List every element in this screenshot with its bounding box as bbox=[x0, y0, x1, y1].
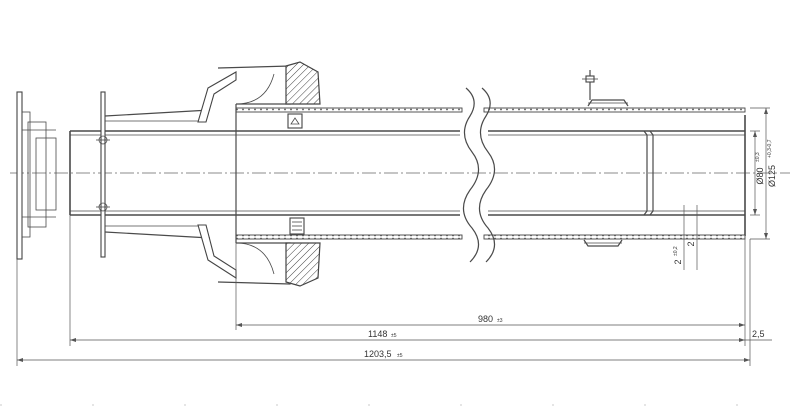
conical-transition bbox=[197, 65, 291, 285]
break-mark bbox=[462, 87, 496, 263]
upper-clip bbox=[582, 70, 629, 107]
dim-1148: 1148 ±5 bbox=[368, 329, 397, 339]
outer-pipe bbox=[235, 104, 746, 243]
dim-d125: Ø125 +0,3-0,7 bbox=[767, 139, 777, 187]
dim-1203-5: 1203,5 ±5 bbox=[364, 349, 403, 359]
svg-text:Ø125: Ø125 bbox=[767, 165, 777, 187]
svg-text:±3: ±3 bbox=[497, 318, 503, 324]
adapter-sleeve bbox=[96, 91, 211, 258]
svg-text:980: 980 bbox=[478, 314, 493, 324]
svg-text:1148: 1148 bbox=[368, 329, 387, 339]
svg-text:+0,3-0,7: +0,3-0,7 bbox=[767, 139, 773, 158]
marker-tab bbox=[287, 113, 303, 129]
svg-text:2: 2 bbox=[686, 241, 696, 246]
upper-seal bbox=[285, 61, 321, 105]
svg-text:Ø80: Ø80 bbox=[755, 167, 765, 184]
mounting-flange bbox=[16, 91, 57, 260]
inner-pipe bbox=[69, 115, 746, 236]
lower-seal bbox=[285, 242, 321, 287]
dim-gap-2b: 2 bbox=[686, 241, 696, 246]
inner-ring bbox=[643, 130, 654, 216]
dim-980: 980 ±3 bbox=[478, 314, 503, 324]
dim-gap-2a: 2 ±0,2 bbox=[673, 246, 683, 264]
dim-2-5: 2,5 bbox=[752, 329, 765, 339]
svg-text:±5: ±5 bbox=[397, 353, 403, 359]
lower-clip bbox=[583, 239, 623, 247]
svg-text:±0,2: ±0,2 bbox=[673, 246, 679, 256]
svg-text:±5: ±5 bbox=[391, 333, 397, 339]
svg-text:±0,3: ±0,3 bbox=[755, 152, 761, 162]
svg-text:1203,5: 1203,5 bbox=[364, 349, 392, 359]
dim-d80: Ø80 ±0,3 bbox=[755, 152, 765, 184]
label-block bbox=[289, 217, 305, 235]
svg-text:2: 2 bbox=[673, 259, 683, 264]
